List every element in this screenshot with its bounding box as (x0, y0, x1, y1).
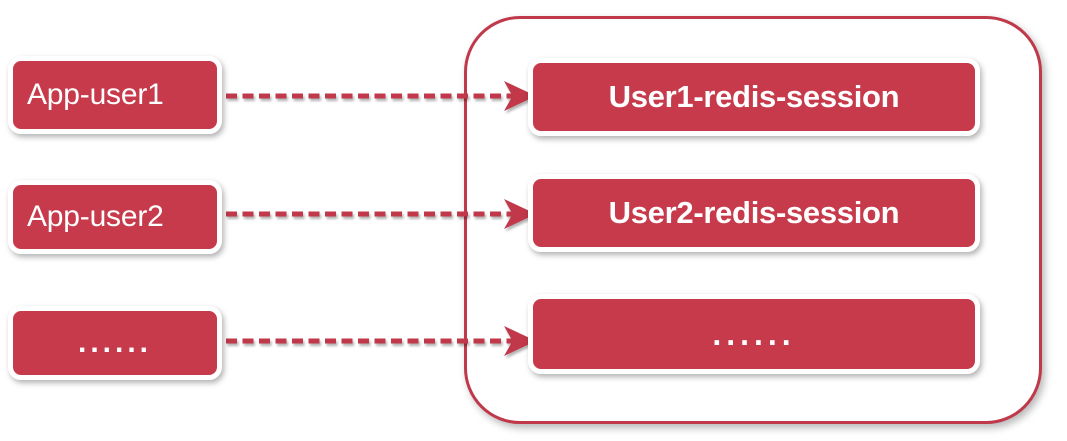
node-app-user2[interactable]: App-user2 (8, 180, 222, 254)
node-app-user1[interactable]: App-user1 (8, 56, 222, 134)
node-user2-redis-session-label: User2-redis-session (608, 195, 900, 230)
node-app-more[interactable]: ...... (8, 306, 222, 380)
node-user2-redis-session[interactable]: User2-redis-session (528, 174, 980, 252)
node-user1-redis-session[interactable]: User1-redis-session (528, 58, 980, 136)
node-user1-redis-session-label: User1-redis-session (608, 79, 900, 114)
node-app-user1-label: App-user1 (27, 78, 164, 111)
node-app-more-label: ...... (77, 326, 152, 359)
node-more-redis-session[interactable]: ...... (528, 294, 980, 374)
node-app-user2-label: App-user2 (27, 200, 164, 233)
node-more-redis-session-label: ...... (712, 316, 796, 352)
